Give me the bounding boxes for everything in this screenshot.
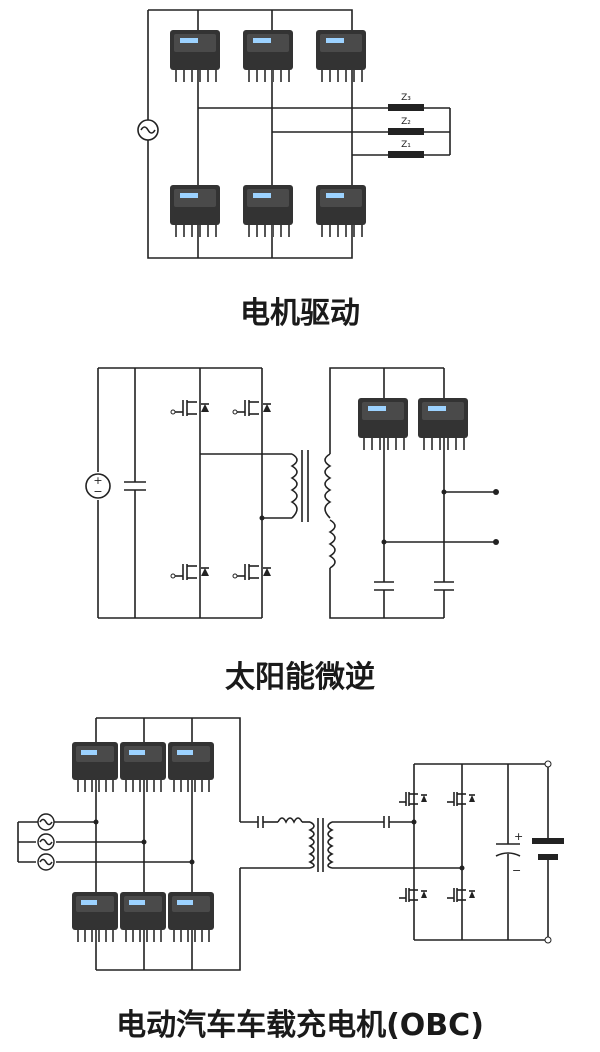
power-module-chip bbox=[170, 30, 220, 82]
junction-dot bbox=[93, 819, 99, 825]
mosfet-icon bbox=[232, 400, 271, 416]
dc-source-icon bbox=[85, 473, 111, 499]
power-module-chip bbox=[243, 185, 293, 237]
capacitor-plus: + bbox=[514, 830, 523, 843]
transformer-secondary-coil bbox=[327, 821, 334, 869]
power-module-chip bbox=[418, 398, 468, 450]
motor-drive-frame-wire bbox=[147, 9, 353, 259]
junction-dot bbox=[259, 515, 265, 521]
output-terminal bbox=[544, 760, 552, 768]
ac-wave-icon bbox=[140, 126, 156, 134]
mosfet-icon bbox=[399, 888, 427, 902]
junction-dot bbox=[141, 839, 147, 845]
junction-dot bbox=[459, 865, 465, 871]
transformer-secondary-coil bbox=[324, 453, 332, 519]
mosfet-icon bbox=[447, 888, 475, 902]
resonant-inductor bbox=[277, 817, 303, 824]
mosfet-icon bbox=[170, 564, 209, 580]
impedance-z3 bbox=[388, 104, 424, 111]
dc-source-minus: − bbox=[93, 485, 102, 498]
junction-dot bbox=[189, 859, 195, 865]
impedance-z2 bbox=[388, 128, 424, 135]
power-module-chip bbox=[316, 185, 366, 237]
caption-motor-drive: 电机驱动 bbox=[240, 296, 360, 331]
junction-dot bbox=[381, 539, 387, 545]
output-capacitor-plate bbox=[495, 852, 521, 857]
power-module-chip bbox=[316, 30, 366, 82]
caption-solar-micro-inverter: 太阳能微逆 bbox=[225, 660, 375, 695]
junction-dot bbox=[411, 819, 417, 825]
transformer-primary-coil bbox=[308, 821, 315, 869]
mosfet-icon bbox=[170, 400, 209, 416]
battery-icon bbox=[538, 854, 558, 860]
ac-wave-icon bbox=[39, 858, 53, 866]
mosfet-icon bbox=[399, 792, 427, 806]
impedance-label-z2: Z₂ bbox=[401, 117, 411, 127]
impedance-label-z1: Z₁ bbox=[401, 140, 411, 150]
caption-ev-obc: 电动汽车车载充电机(OBC) bbox=[116, 1008, 484, 1043]
junction-dot bbox=[441, 489, 447, 495]
power-module-chip bbox=[72, 742, 118, 792]
power-module-chip bbox=[168, 892, 214, 942]
output-terminal bbox=[544, 936, 552, 944]
ac-wave-icon bbox=[39, 838, 53, 846]
power-module-chip bbox=[170, 185, 220, 237]
power-module-chip bbox=[358, 398, 408, 450]
impedance-z1 bbox=[388, 151, 424, 158]
secondary-bottom-rail bbox=[329, 568, 444, 619]
dc-source-plus: + bbox=[93, 474, 102, 487]
output-terminal bbox=[493, 489, 499, 495]
mosfet-icon bbox=[232, 564, 271, 580]
motor-drive-diagram: Z₃ Z₂ Z₁ bbox=[137, 9, 451, 259]
output-terminal bbox=[493, 539, 499, 545]
power-module-chip bbox=[72, 892, 118, 942]
battery-icon bbox=[532, 838, 564, 844]
mosfet-icon bbox=[447, 792, 475, 806]
ev-obc-diagram: + − bbox=[17, 717, 564, 971]
power-module-chip bbox=[120, 742, 166, 792]
capacitor-minus: − bbox=[512, 864, 521, 877]
ac-wave-icon bbox=[39, 818, 53, 826]
solar-micro-inverter-diagram: + − bbox=[85, 367, 499, 619]
power-module-chip bbox=[120, 892, 166, 942]
output-inductor bbox=[328, 519, 336, 569]
impedance-label-z3: Z₃ bbox=[401, 93, 411, 103]
power-module-chip bbox=[243, 30, 293, 82]
secondary-top-rail bbox=[329, 367, 444, 454]
transformer-primary-coil bbox=[290, 453, 298, 519]
power-module-chip bbox=[168, 742, 214, 792]
